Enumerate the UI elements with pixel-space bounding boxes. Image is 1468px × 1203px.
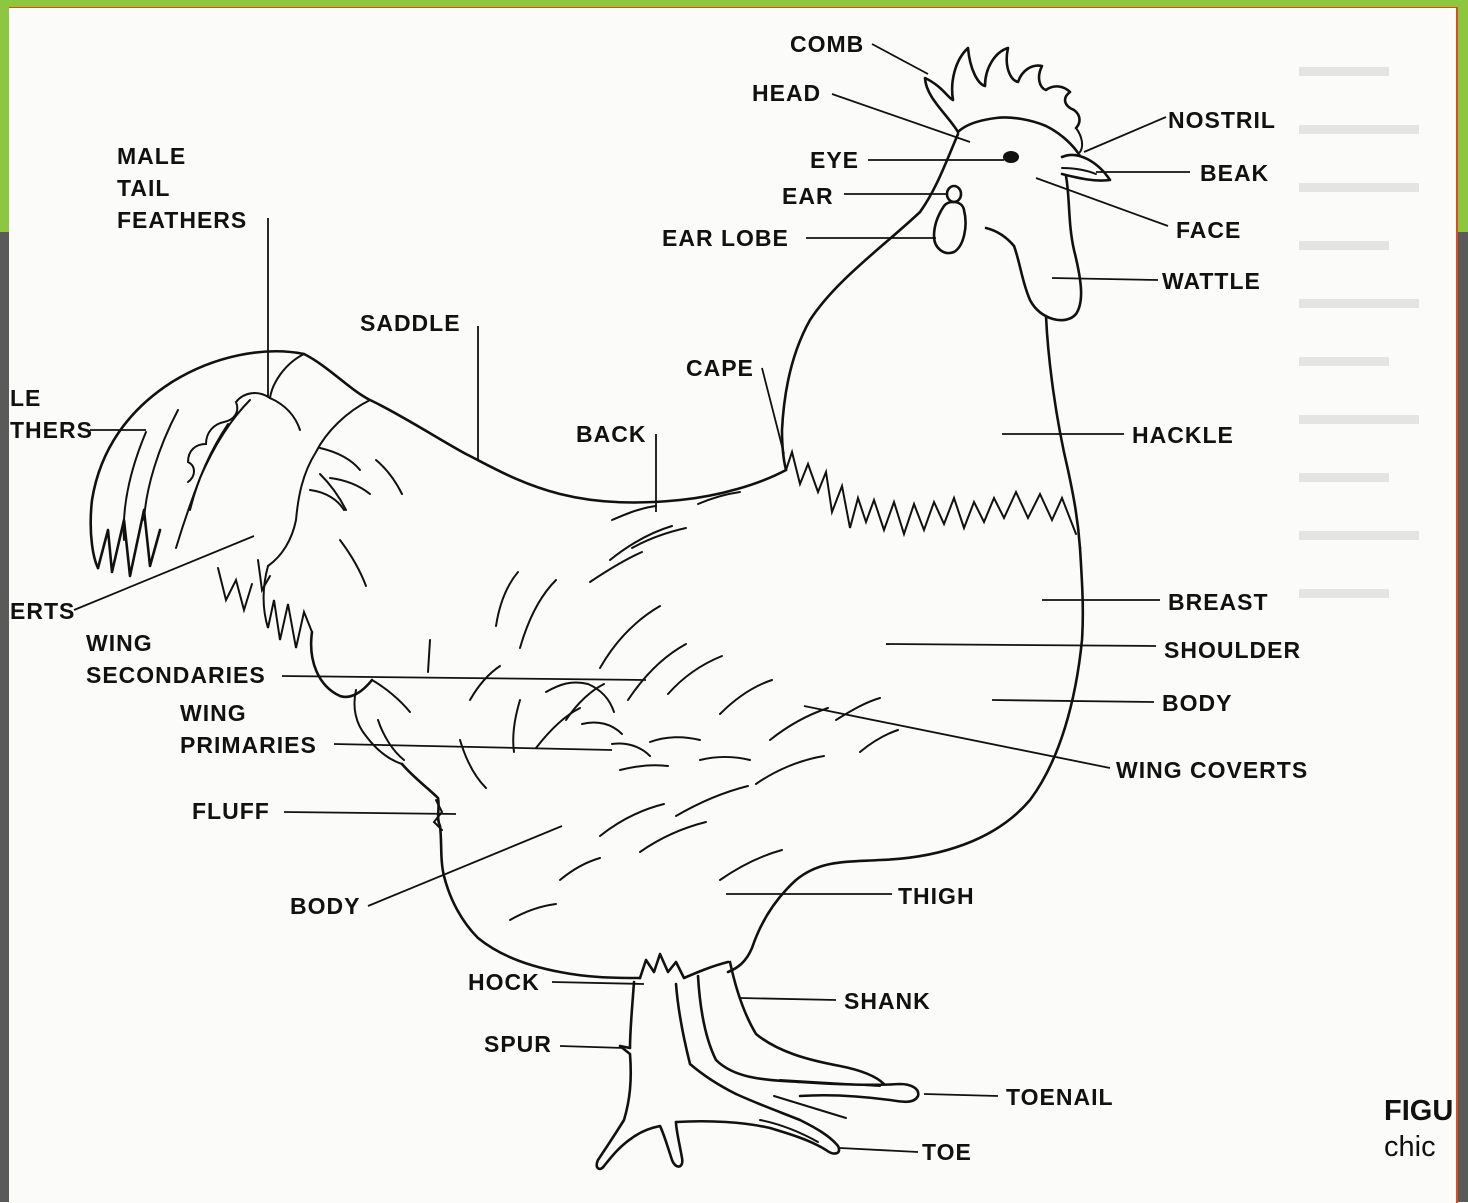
label-wing-primaries-line1: WING	[180, 700, 247, 726]
label-male-tail-feathers-line1: MALE	[117, 143, 186, 169]
comb-shape	[925, 48, 1080, 132]
figure-caption: FIGU chic	[1384, 1093, 1453, 1165]
label-shoulder: SHOULDER	[1164, 637, 1301, 663]
wattle-shape	[986, 176, 1081, 320]
part-labels: COMB HEAD NOSTRIL EYE BEAK EAR FACE EAR …	[10, 31, 1308, 1165]
thigh-shape	[640, 954, 728, 978]
label-beak: BEAK	[1200, 160, 1269, 186]
eye-dot	[1003, 151, 1019, 163]
label-toenail: TOENAIL	[1006, 1084, 1114, 1110]
label-face: FACE	[1176, 217, 1241, 243]
label-shank: SHANK	[844, 988, 931, 1014]
figure-caption-text: chic	[1384, 1129, 1453, 1165]
label-wing-coverts: WING COVERTS	[1116, 757, 1308, 783]
label-ear: EAR	[782, 183, 834, 209]
hackle-fringe	[786, 452, 1076, 534]
label-tail-feathers-cut-line1: LE	[10, 385, 41, 411]
label-back: BACK	[576, 421, 646, 447]
label-toe: TOE	[922, 1139, 972, 1165]
label-wing-secondaries-line1: WING	[86, 630, 153, 656]
label-body-right: BODY	[1162, 690, 1232, 716]
neck-front	[1046, 316, 1080, 548]
label-wing-secondaries-line2: SECONDARIES	[86, 662, 266, 688]
label-eye: EYE	[810, 147, 859, 173]
label-tail-feathers-cut-line2: THERS	[10, 417, 93, 443]
saddle-feathers	[264, 400, 371, 648]
label-male-tail-feathers-line3: FEATHERS	[117, 207, 247, 233]
head-shape	[958, 117, 1080, 156]
label-body-left: BODY	[290, 893, 360, 919]
label-head: HEAD	[752, 80, 821, 106]
figure-caption-label: FIGU	[1384, 1093, 1453, 1129]
label-nostril: NOSTRIL	[1168, 107, 1276, 133]
label-hock: HOCK	[468, 969, 540, 995]
label-ear-lobe: EAR LOBE	[662, 225, 789, 251]
ear-shape	[947, 186, 961, 202]
label-hackle: HACKLE	[1132, 422, 1234, 448]
label-wing-primaries-line2: PRIMARIES	[180, 732, 317, 758]
label-saddle: SADDLE	[360, 310, 461, 336]
label-male-tail-feathers-line2: TAIL	[117, 175, 170, 201]
label-coverts-cut: ERTS	[10, 598, 75, 624]
label-fluff: FLUFF	[192, 798, 270, 824]
ear-lobe-shape	[934, 202, 966, 253]
wing-secondaries-shape	[311, 632, 372, 697]
tail-feathers-outer	[91, 351, 304, 568]
label-spur: SPUR	[484, 1031, 552, 1057]
label-thigh: THIGH	[898, 883, 975, 909]
leg-left	[597, 982, 683, 1169]
label-wattle: WATTLE	[1162, 268, 1261, 294]
label-comb: COMB	[790, 31, 864, 57]
fluff-shape	[402, 764, 640, 978]
body-feather-strokes	[320, 460, 898, 920]
label-cape: CAPE	[686, 355, 754, 381]
label-breast: BREAST	[1168, 589, 1269, 615]
